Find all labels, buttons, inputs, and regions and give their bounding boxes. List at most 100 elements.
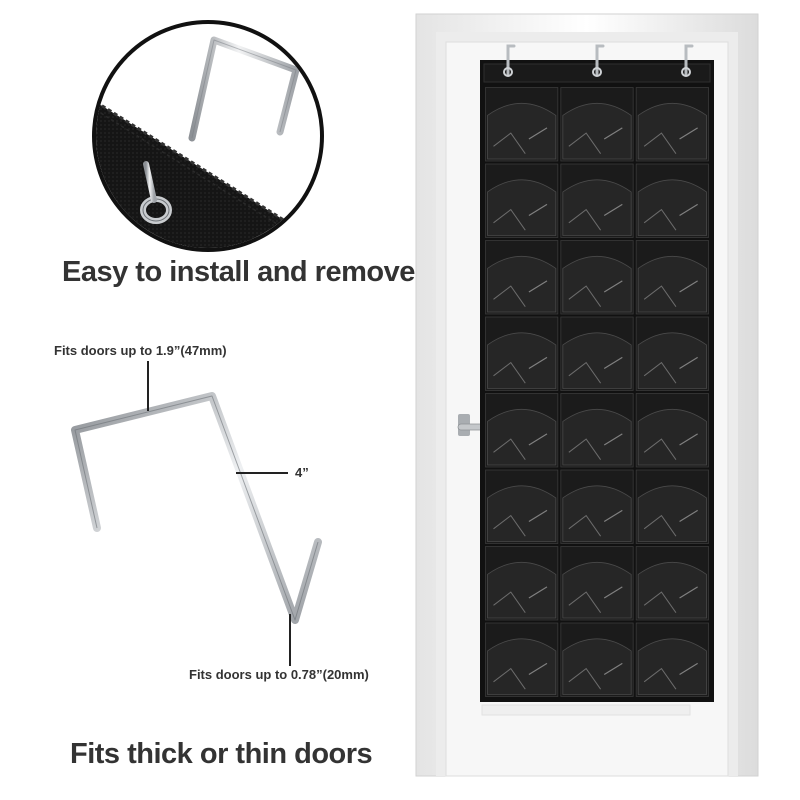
- vinyl-highlight: [528, 203, 548, 216]
- vinyl-highlight: [643, 514, 677, 537]
- pocket: [635, 163, 709, 238]
- pocket-vinyl: [562, 332, 632, 389]
- footer-heading: Fits thick or thin doors: [70, 738, 373, 770]
- vinyl-highlight: [643, 208, 677, 231]
- grommet: [681, 67, 691, 77]
- pocket: [635, 87, 709, 162]
- pocket-vinyl: [637, 103, 707, 160]
- pocket-vinyl: [562, 485, 632, 542]
- vinyl-highlight: [493, 208, 526, 231]
- vinyl-highlight: [603, 586, 623, 599]
- pocket-vinyl: [637, 638, 707, 695]
- pocket: [560, 163, 634, 238]
- vinyl-highlight: [679, 662, 698, 675]
- fabric-panel: [96, 102, 320, 248]
- vinyl-highlight: [528, 280, 548, 293]
- pocket-vinyl: [562, 256, 632, 313]
- vinyl-highlight: [643, 667, 677, 690]
- vinyl-highlight: [528, 586, 548, 599]
- pocket-vinyl: [637, 409, 707, 466]
- hook-dimension-diagram: [71, 392, 322, 624]
- vinyl-highlight: [643, 361, 677, 384]
- hanger-hook: [595, 44, 605, 76]
- vinyl-highlight: [603, 509, 623, 522]
- pocket: [560, 316, 634, 391]
- vinyl-highlight: [603, 662, 623, 675]
- pocket: [560, 469, 634, 544]
- pocket: [560, 240, 634, 315]
- vinyl-highlight: [679, 280, 698, 293]
- door-illustration: [415, 13, 759, 777]
- hook-wire: [188, 36, 300, 142]
- height-leader: [236, 472, 288, 474]
- shoe-organizer: [480, 44, 714, 702]
- vinyl-highlight: [528, 356, 548, 369]
- vinyl-highlight: [568, 361, 602, 384]
- height-label: 4”: [295, 465, 309, 480]
- pocket: [485, 240, 559, 315]
- vinyl-highlight: [643, 591, 677, 613]
- pocket-vinyl: [637, 179, 707, 236]
- pocket: [560, 546, 634, 621]
- top-width-label: Fits doors up to 1.9”(47mm): [54, 343, 227, 358]
- pocket: [485, 87, 559, 162]
- vinyl-highlight: [528, 662, 548, 675]
- vinyl-highlight: [568, 132, 602, 154]
- vinyl-highlight: [643, 132, 677, 154]
- vinyl-highlight: [493, 285, 526, 307]
- pocket: [635, 393, 709, 468]
- vinyl-highlight: [679, 127, 698, 140]
- hanger-hook: [684, 44, 694, 76]
- pocket: [485, 546, 559, 621]
- grommet: [592, 67, 602, 77]
- pocket-vinyl: [637, 562, 707, 619]
- bottom-width-leader: [289, 614, 291, 666]
- vinyl-highlight: [679, 509, 698, 522]
- vinyl-highlight: [493, 361, 526, 384]
- pocket: [635, 622, 709, 697]
- pocket-vinyl: [637, 256, 707, 313]
- pocket-vinyl: [562, 103, 632, 160]
- pocket-vinyl: [487, 103, 557, 160]
- hook-closeup-illustration: [96, 36, 320, 248]
- pocket-vinyl: [487, 179, 557, 236]
- vinyl-highlight: [603, 203, 623, 216]
- pocket: [485, 469, 559, 544]
- pocket: [485, 622, 559, 697]
- pocket: [635, 469, 709, 544]
- pocket: [635, 546, 709, 621]
- hanger-hook: [506, 44, 516, 76]
- pocket-vinyl: [487, 256, 557, 313]
- vinyl-highlight: [603, 127, 623, 140]
- top-width-leader: [147, 361, 149, 411]
- pocket-vinyl: [487, 332, 557, 389]
- pocket: [560, 393, 634, 468]
- vinyl-highlight: [603, 356, 623, 369]
- pocket-vinyl: [562, 179, 632, 236]
- pocket-vinyl: [637, 332, 707, 389]
- pocket-vinyl: [487, 638, 557, 695]
- pocket-vinyl: [562, 409, 632, 466]
- vinyl-highlight: [643, 438, 677, 460]
- vinyl-highlight: [568, 667, 602, 690]
- pocket-vinyl: [487, 562, 557, 619]
- pocket-vinyl: [487, 409, 557, 466]
- pocket: [560, 87, 634, 162]
- vinyl-highlight: [568, 514, 602, 537]
- vinyl-highlight: [528, 433, 548, 446]
- vinyl-highlight: [493, 514, 526, 537]
- vinyl-highlight: [493, 438, 526, 460]
- vinyl-highlight: [568, 591, 602, 613]
- vinyl-highlight: [679, 356, 698, 369]
- vinyl-highlight: [528, 509, 548, 522]
- hook-detail-closeup: [92, 20, 324, 252]
- pocket: [485, 393, 559, 468]
- vinyl-highlight: [493, 667, 526, 690]
- pocket: [485, 163, 559, 238]
- vinyl-highlight: [603, 280, 623, 293]
- vinyl-highlight: [679, 203, 698, 216]
- bottom-width-label: Fits doors up to 0.78”(20mm): [189, 667, 369, 682]
- vinyl-highlight: [603, 433, 623, 446]
- pocket: [635, 316, 709, 391]
- pocket-vinyl: [562, 562, 632, 619]
